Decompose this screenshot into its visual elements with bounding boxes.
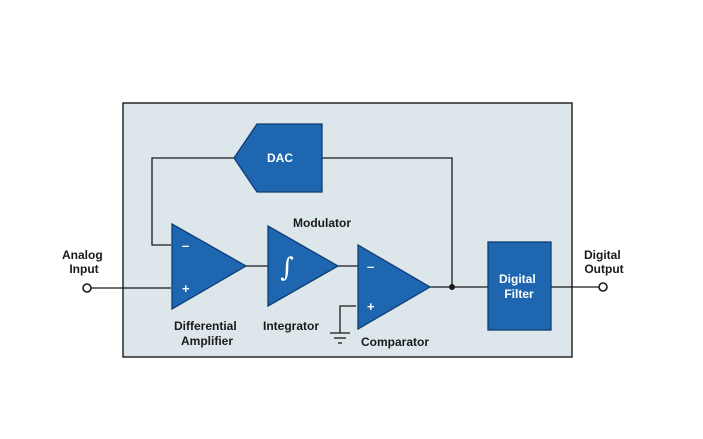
digital-output-label: Digital Output bbox=[584, 248, 624, 276]
digital-output-label-line2: Output bbox=[584, 262, 623, 276]
digital-output-terminal-icon bbox=[598, 282, 608, 292]
diff-amp-plus-sign: + bbox=[182, 281, 190, 296]
dac-label: DAC bbox=[267, 151, 293, 165]
integrator-block bbox=[267, 224, 340, 308]
analog-input-label-line1: Analog bbox=[62, 248, 103, 262]
differential-amplifier-label: Differential Amplifier bbox=[174, 319, 240, 348]
digital-output-label-line1: Digital bbox=[584, 248, 621, 262]
diff-amp-label-line1: Differential bbox=[174, 319, 237, 333]
digital-filter-label-line2: Filter bbox=[504, 287, 534, 301]
comparator-label: Comparator bbox=[361, 335, 429, 349]
digital-filter-label: Digital Filter bbox=[499, 272, 539, 301]
analog-input-label-line2: Input bbox=[69, 262, 98, 276]
analog-input-label: Analog Input bbox=[62, 248, 106, 276]
comparator-block bbox=[357, 243, 432, 331]
diff-amp-minus-sign: – bbox=[182, 238, 189, 253]
diff-amp-label-line2: Amplifier bbox=[181, 334, 233, 348]
junction-dot-icon bbox=[449, 284, 455, 290]
analog-input-terminal-icon bbox=[82, 283, 92, 293]
integrator-label: Integrator bbox=[263, 319, 319, 333]
dac-block bbox=[233, 123, 323, 193]
wires bbox=[91, 157, 599, 333]
comparator-minus-sign: – bbox=[367, 259, 374, 274]
integrator-symbol: ∫ bbox=[280, 253, 294, 283]
digital-filter-block bbox=[487, 241, 552, 331]
digital-filter-label-line1: Digital bbox=[499, 272, 536, 286]
modulator-label: Modulator bbox=[293, 216, 351, 230]
comparator-plus-sign: + bbox=[367, 299, 375, 314]
ground-icon bbox=[330, 332, 350, 344]
differential-amplifier-block bbox=[171, 222, 248, 311]
